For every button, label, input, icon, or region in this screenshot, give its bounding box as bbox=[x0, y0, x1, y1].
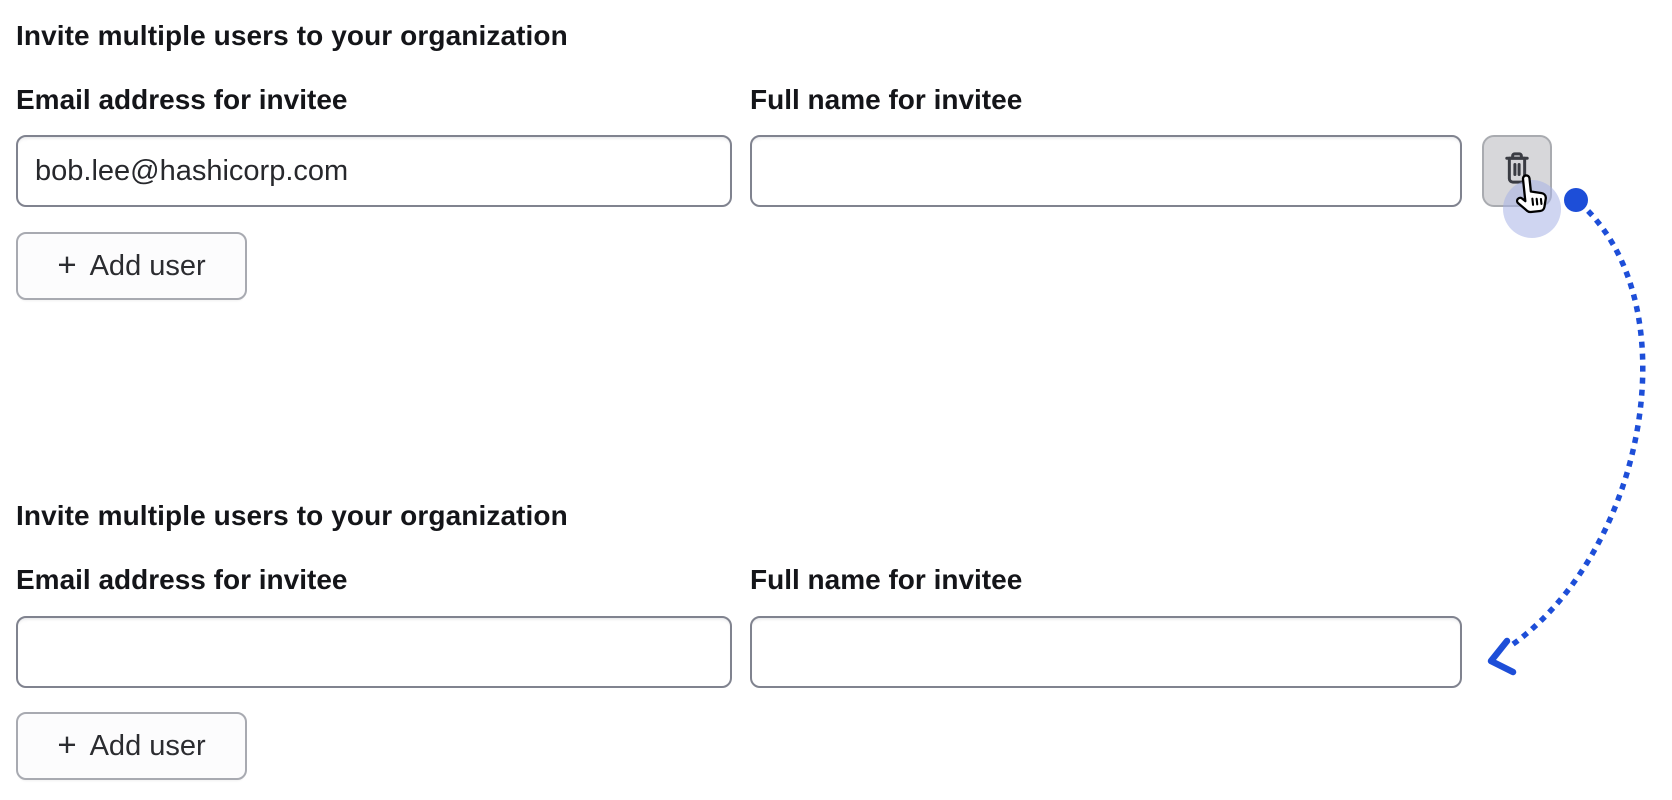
email-field-label: Email address for invitee bbox=[16, 84, 348, 115]
add-user-button-label: Add user bbox=[89, 729, 206, 762]
section-heading: Invite multiple users to your organizati… bbox=[16, 20, 568, 51]
add-user-button[interactable]: + Add user bbox=[16, 232, 247, 300]
full-name-input[interactable] bbox=[750, 135, 1462, 207]
arrow-head bbox=[1487, 637, 1517, 676]
delete-row-button[interactable] bbox=[1482, 135, 1552, 207]
drag-origin-dot bbox=[1564, 188, 1588, 212]
full-name-input[interactable] bbox=[750, 616, 1462, 688]
plus-icon: + bbox=[57, 246, 77, 283]
full-name-field-label: Full name for invitee bbox=[750, 564, 1023, 595]
trash-icon bbox=[1499, 152, 1535, 187]
email-field-label: Email address for invitee bbox=[16, 564, 348, 595]
plus-icon: + bbox=[57, 726, 77, 763]
add-user-button-label: Add user bbox=[89, 249, 206, 282]
email-input[interactable] bbox=[16, 135, 732, 207]
section-heading: Invite multiple users to your organizati… bbox=[16, 500, 568, 531]
full-name-field-label: Full name for invitee bbox=[750, 84, 1023, 115]
dotted-arrow bbox=[1502, 209, 1646, 653]
email-input[interactable] bbox=[16, 616, 732, 688]
add-user-button[interactable]: + Add user bbox=[16, 712, 247, 780]
